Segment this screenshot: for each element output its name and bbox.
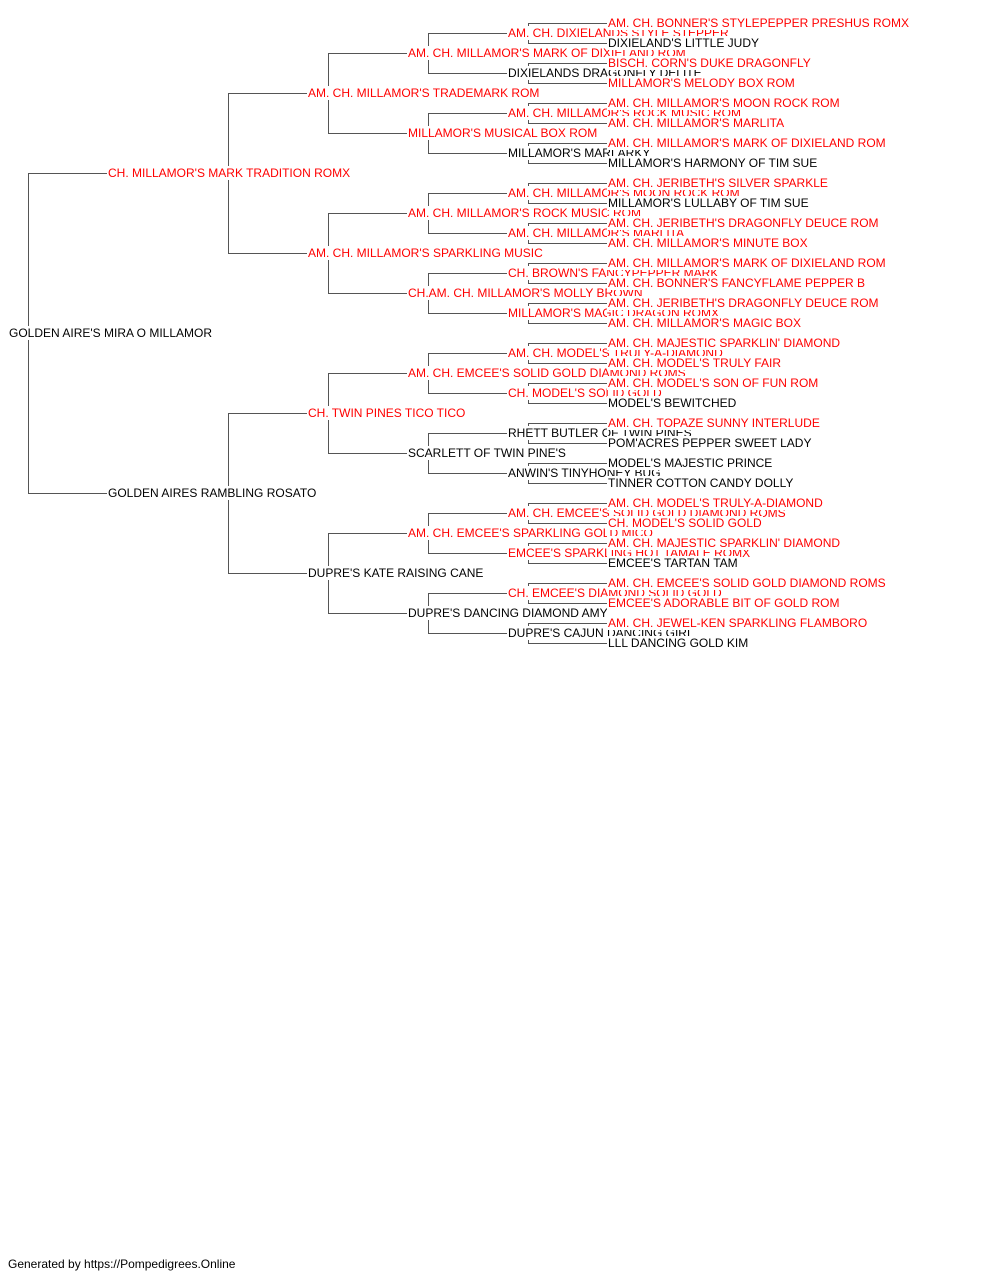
ancestor-name: MILLAMOR'S MELODY BOX ROM	[607, 76, 796, 90]
ancestor-name: AM. CH. MODEL'S TRULY-A-DIAMOND	[607, 496, 824, 510]
ancestor-name: LLL DANCING GOLD KIM	[607, 636, 750, 650]
ancestor-name: EMCEE'S TARTAN TAM	[607, 556, 739, 570]
ancestor-name: AM. CH. MAJESTIC SPARKLIN' DIAMOND	[607, 536, 842, 550]
ancestor-name: AM. CH. MILLAMOR'S TRADEMARK ROM	[307, 86, 541, 100]
ancestor-name: DUPRE'S DANCING DIAMOND AMY	[407, 606, 609, 620]
ancestor-name: AM. CH. MILLAMOR'S MAGIC BOX	[607, 316, 802, 330]
subject-dog-name: GOLDEN AIRE'S MIRA O MILLAMOR	[8, 326, 214, 340]
ancestor-name: CH. MODEL'S SOLID GOLD	[607, 516, 763, 530]
ancestor-name: SCARLETT OF TWIN PINE'S	[407, 446, 567, 460]
ancestor-name: AM. CH. MILLAMOR'S MARK OF DIXIELAND ROM	[607, 136, 887, 150]
ancestor-name: AM. CH. JEWEL-KEN SPARKLING FLAMBORO	[607, 616, 869, 630]
ancestor-name: CH. MILLAMOR'S MARK TRADITION ROMX	[107, 166, 352, 180]
ancestor-name: AM. CH. JERIBETH'S DRAGONFLY DEUCE ROM	[607, 216, 880, 230]
ancestor-name: AM. CH. BONNER'S FANCYFLAME PEPPER B	[607, 276, 867, 290]
ancestor-name: CH. TWIN PINES TICO TICO	[307, 406, 467, 420]
footer-credit: Generated by https://Pompedigrees.Online	[8, 1257, 236, 1271]
ancestor-name: DUPRE'S KATE RAISING CANE	[307, 566, 485, 580]
ancestor-name: CH.AM. CH. MILLAMOR'S MOLLY BROWN	[407, 286, 644, 300]
ancestor-name: AM. CH. MODEL'S SON OF FUN ROM	[607, 376, 820, 390]
ancestor-name: AM. CH. MILLAMOR'S MARLITA	[607, 116, 786, 130]
ancestor-name: AM. CH. EMCEE'S SPARKLING GOLD MICO	[407, 526, 654, 540]
ancestor-name: AM. CH. TOPAZE SUNNY INTERLUDE	[607, 416, 821, 430]
ancestor-name: MILLAMOR'S LULLABY OF TIM SUE	[607, 196, 810, 210]
ancestor-name: AM. CH. MILLAMOR'S SPARKLING MUSIC	[307, 246, 544, 260]
ancestor-name: MILLAMOR'S MUSICAL BOX ROM	[407, 126, 599, 140]
ancestor-name: AM. CH. MILLAMOR'S ROCK MUSIC ROM	[407, 206, 642, 220]
ancestor-name: AM. CH. JERIBETH'S SILVER SPARKLE	[607, 176, 829, 190]
ancestor-name: MODEL'S BEWITCHED	[607, 396, 738, 410]
ancestor-name: AM. CH. MILLAMOR'S MINUTE BOX	[607, 236, 809, 250]
ancestor-name: AM. CH. MAJESTIC SPARKLIN' DIAMOND	[607, 336, 842, 350]
ancestor-name: AM. CH. BONNER'S STYLEPEPPER PRESHUS ROM…	[607, 16, 911, 30]
ancestor-name: MODEL'S MAJESTIC PRINCE	[607, 456, 774, 470]
ancestor-name: EMCEE'S ADORABLE BIT OF GOLD ROM	[607, 596, 841, 610]
ancestor-name: AM. CH. EMCEE'S SOLID GOLD DIAMOND ROMS	[607, 576, 887, 590]
ancestor-name: BISCH. CORN'S DUKE DRAGONFLY	[607, 56, 812, 70]
ancestor-name: MILLAMOR'S HARMONY OF TIM SUE	[607, 156, 819, 170]
ancestor-name: AM. CH. MODEL'S TRULY FAIR	[607, 356, 782, 370]
ancestor-name: AM. CH. JERIBETH'S DRAGONFLY DEUCE ROM	[607, 296, 880, 310]
ancestor-name: DIXIELAND'S LITTLE JUDY	[607, 36, 760, 50]
ancestor-name: AM. CH. MILLAMOR'S MARK OF DIXIELAND ROM	[607, 256, 887, 270]
ancestor-name: POM'ACRES PEPPER SWEET LADY	[607, 436, 813, 450]
ancestor-name: TINNER COTTON CANDY DOLLY	[607, 476, 795, 490]
ancestor-name: GOLDEN AIRES RAMBLING ROSATO	[107, 486, 318, 500]
ancestor-name: AM. CH. MILLAMOR'S MOON ROCK ROM	[607, 96, 841, 110]
